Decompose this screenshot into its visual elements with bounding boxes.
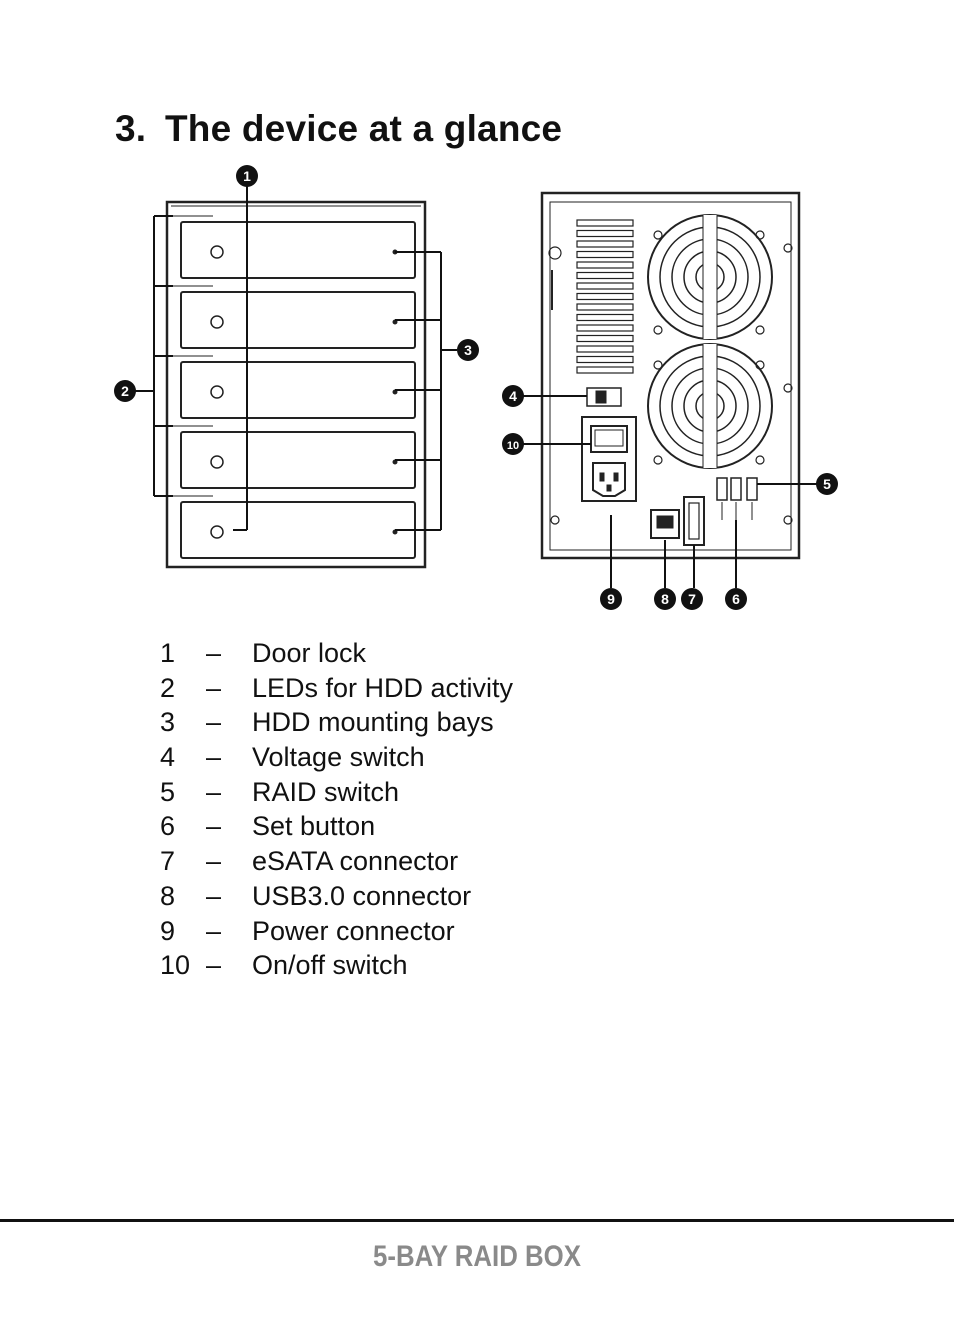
- vent-slot: [576, 219, 634, 227]
- fan-lower: [647, 343, 773, 469]
- legend-label: eSATA connector: [252, 846, 459, 877]
- svg-text:3: 3: [464, 342, 472, 358]
- callout-2: 2: [114, 380, 136, 402]
- section-title: The device at a glance: [165, 108, 563, 149]
- vent-slot: [576, 261, 634, 269]
- vent-slot: [576, 271, 634, 280]
- vent-slot: [576, 345, 634, 353]
- legend-number: 1: [160, 638, 176, 668]
- legend-dash: –: [206, 707, 222, 738]
- callout-8: 8: [654, 588, 676, 610]
- vent-slot: [576, 355, 634, 364]
- callout-3: 3: [457, 339, 479, 361]
- vent-slot: [576, 282, 634, 290]
- legend-number: 4: [160, 742, 176, 773]
- legend-label: USB3.0 connector: [252, 880, 472, 911]
- legend-item: 9–Power connector: [160, 914, 513, 949]
- legend-dash: –: [206, 638, 222, 668]
- legend-number: 3: [160, 707, 176, 738]
- legend-label: RAID switch: [252, 776, 400, 807]
- legend-number: 9: [160, 915, 176, 946]
- legend-item: 2–LEDs for HDD activity: [160, 671, 513, 706]
- callout-7: 7: [681, 588, 703, 610]
- footer-divider: [0, 1219, 954, 1222]
- vent-slot: [576, 303, 634, 311]
- legend-dash: –: [206, 915, 222, 946]
- legend-dash: –: [206, 950, 222, 981]
- svg-text:2: 2: [121, 383, 129, 399]
- legend-dash: –: [206, 672, 222, 703]
- callout-5: 5: [816, 473, 838, 495]
- door-lock-icon: [210, 385, 224, 399]
- legend-label: Door lock: [252, 638, 367, 668]
- legend-number: 8: [160, 880, 176, 911]
- svg-text:5: 5: [823, 476, 831, 492]
- legend-dash: –: [206, 880, 222, 911]
- svg-text:9: 9: [607, 591, 615, 607]
- door-lock-icon: [210, 245, 224, 259]
- legend-item: 3–HDD mounting bays: [160, 705, 513, 740]
- legend-label: Set button: [252, 811, 376, 842]
- callout-10: 10: [502, 433, 524, 455]
- legend-number: 10: [160, 950, 191, 981]
- svg-text:4: 4: [509, 388, 517, 404]
- fan-upper: [647, 214, 773, 340]
- device-diagram: 1 2 3 4 5 6 7 8 9 10: [114, 165, 838, 610]
- legend-label: Power connector: [252, 915, 455, 946]
- svg-text:7: 7: [688, 591, 696, 607]
- front-view: [165, 200, 427, 569]
- door-lock-icon: [210, 315, 224, 329]
- legend-dash: –: [206, 846, 222, 877]
- vent-slot: [576, 250, 634, 259]
- legend-item: 8–USB3.0 connector: [160, 879, 513, 914]
- legend-number: 6: [160, 811, 176, 842]
- legend-item: 7–eSATA connector: [160, 844, 513, 879]
- svg-text:10: 10: [507, 440, 519, 452]
- callout-4: 4: [502, 385, 524, 407]
- vent-slot: [576, 229, 634, 238]
- legend-label: HDD mounting bays: [252, 707, 494, 738]
- legend-dash: –: [206, 811, 222, 842]
- legend-number: 7: [160, 846, 176, 877]
- door-lock-icon: [210, 525, 224, 539]
- svg-text:6: 6: [732, 591, 740, 607]
- section-heading: 3. The device at a glance: [115, 108, 562, 150]
- vent-slot: [576, 366, 634, 374]
- legend-item: 6–Set button: [160, 809, 513, 844]
- svg-text:8: 8: [661, 591, 669, 607]
- legend-label: On/off switch: [252, 950, 408, 981]
- legend-item: 10–On/off switch: [160, 948, 513, 983]
- rear-view: [540, 191, 801, 560]
- vent-slot: [576, 313, 634, 322]
- legend-number: 5: [160, 776, 176, 807]
- callout-1: 1: [236, 165, 258, 187]
- legend-label: Voltage switch: [252, 742, 425, 773]
- legend-item: 5–RAID switch: [160, 775, 513, 810]
- legend-number: 2: [160, 672, 176, 703]
- callout-9: 9: [600, 588, 622, 610]
- legend-label: LEDs for HDD activity: [252, 672, 514, 703]
- callout-6: 6: [725, 588, 747, 610]
- legend-item: 1–Door lock: [160, 636, 513, 671]
- legend-dash: –: [206, 776, 222, 807]
- leader-lines: [133, 186, 817, 588]
- vent-slot: [576, 292, 634, 301]
- vent-slot: [576, 334, 634, 343]
- legend-dash: –: [206, 742, 222, 773]
- legend-item: 4–Voltage switch: [160, 740, 513, 775]
- vent-slot: [576, 324, 634, 332]
- svg-text:1: 1: [243, 168, 251, 184]
- section-number: 3.: [115, 108, 147, 149]
- footer-title: 5-BAY RAID BOX: [373, 1240, 581, 1273]
- door-lock-icon: [210, 455, 224, 469]
- vent-slot: [576, 240, 634, 248]
